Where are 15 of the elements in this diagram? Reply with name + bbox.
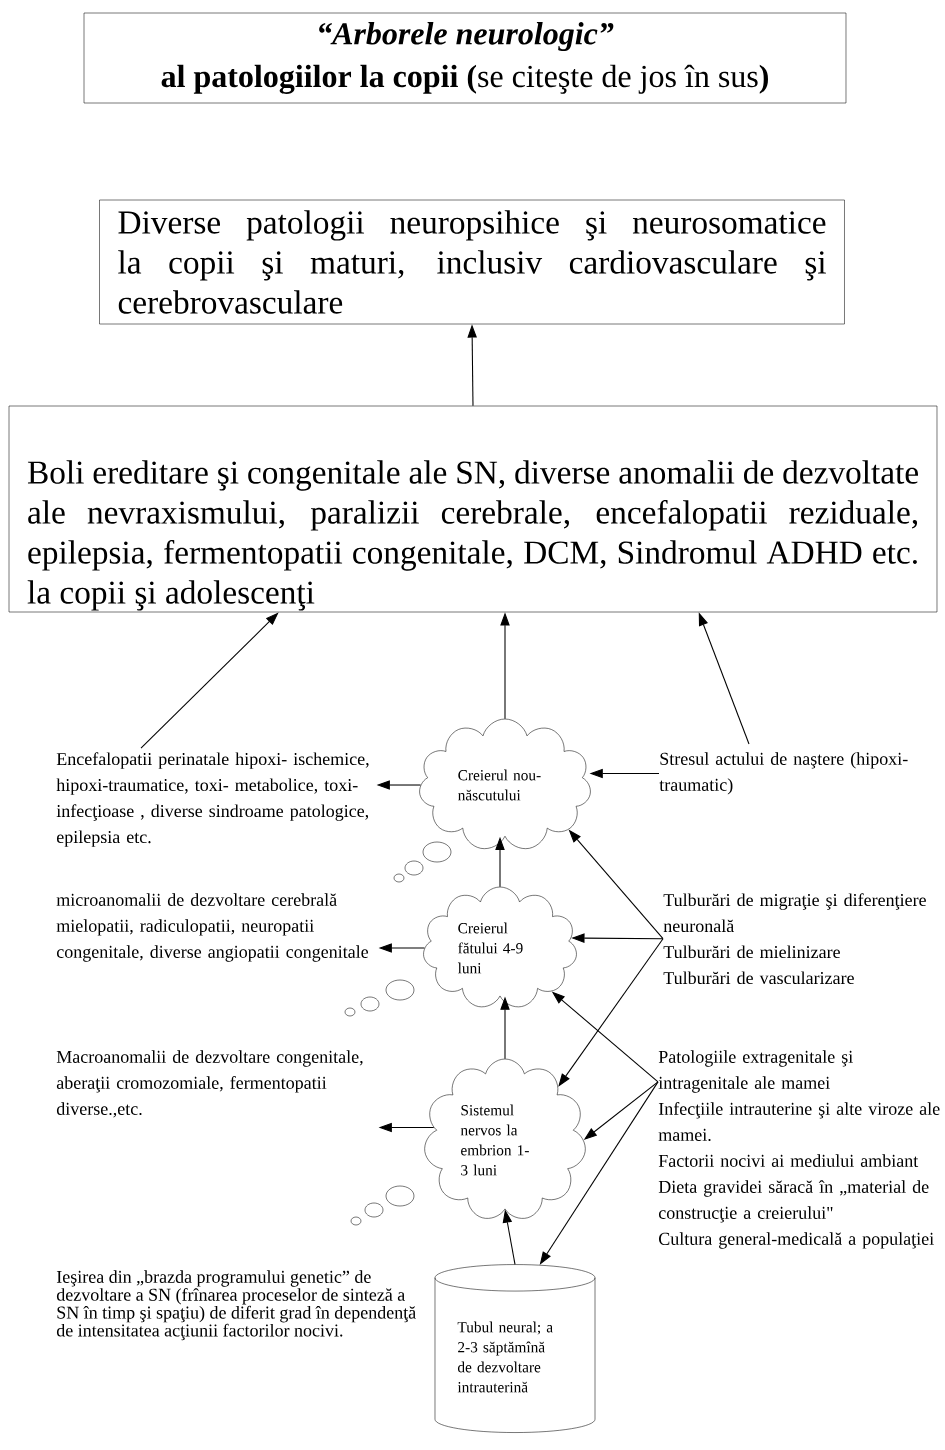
annotation-text: Tulburări de migraţie şi diferenţiere neuronală Tulburări de mielinizare Tulburări de vascularizare (663, 893, 926, 985)
text-box: Diverse patologii neuropsihice şi neurosomatice la copii şi maturi, inclusiv cardiovasculare şi cerebrovasculare (99, 199, 845, 325)
annotation-text: Ieşirea din „brazda programului genetic” de dezvoltare a SN (frînarea proceselor de sinteză a SN în timp şi spaţiu) de diferit grad în dependenţă de intensitatea acţiunii factorilor nocivi. (56, 1270, 416, 1341)
title-box: “Arborele neurologic” al patologiilor la copii (se citeşte de jos în sus) (83, 12, 847, 104)
annotation-text: Macroanomalii de dezvoltare congenitale, aberaţii cromozomiale, fermentopatii diverse.,etc. (56, 1050, 363, 1118)
annotation-text: Encefalopatii perinatale hipoxi- ischemice, hipoxi-traumatice, toxi- metabolice, toxi-infecţioase , diverse sindroame patologice, epilepsia etc. (56, 752, 369, 847)
text-box: Boli ereditare şi congenitale ale SN, diverse anomalii de dezvoltate ale nevraxismului, paralizii cerebrale, encefalopatii reziduale, epilepsia, fermentopatii congenitale, DCM, Sindromul ADHD etc. la copii şi adolescenţi (8, 405, 938, 613)
thought-cloud: Creierul nou-născutului (419, 718, 591, 849)
arrow (140, 612, 279, 749)
annotation-text: Stresul actului de naştere (hipoxi-traumatic) (659, 752, 908, 795)
thought-cloud: Creierul fătului 4-9 luni (423, 886, 577, 1008)
annotation-text: Patologiile extragenitale şi intragenitale ale mamei Infecţiile intrauterine şi alte viroze ale mamei. Factorii nocivi ai mediului ambiant Dieta gravidei săracă în „material de construcţie a creierului" Cultura general-medicală a populaţiei (658, 1050, 940, 1249)
annotation-text: microanomalii de dezvoltare cerebrală mielopatii, radiculopatii, neuropatii congenitale, diverse angiopatii congenitale (56, 893, 369, 962)
thought-cloud: Sistemul nervos la embrion 1-3 luni (424, 1058, 586, 1219)
arrow (558, 938, 664, 1087)
